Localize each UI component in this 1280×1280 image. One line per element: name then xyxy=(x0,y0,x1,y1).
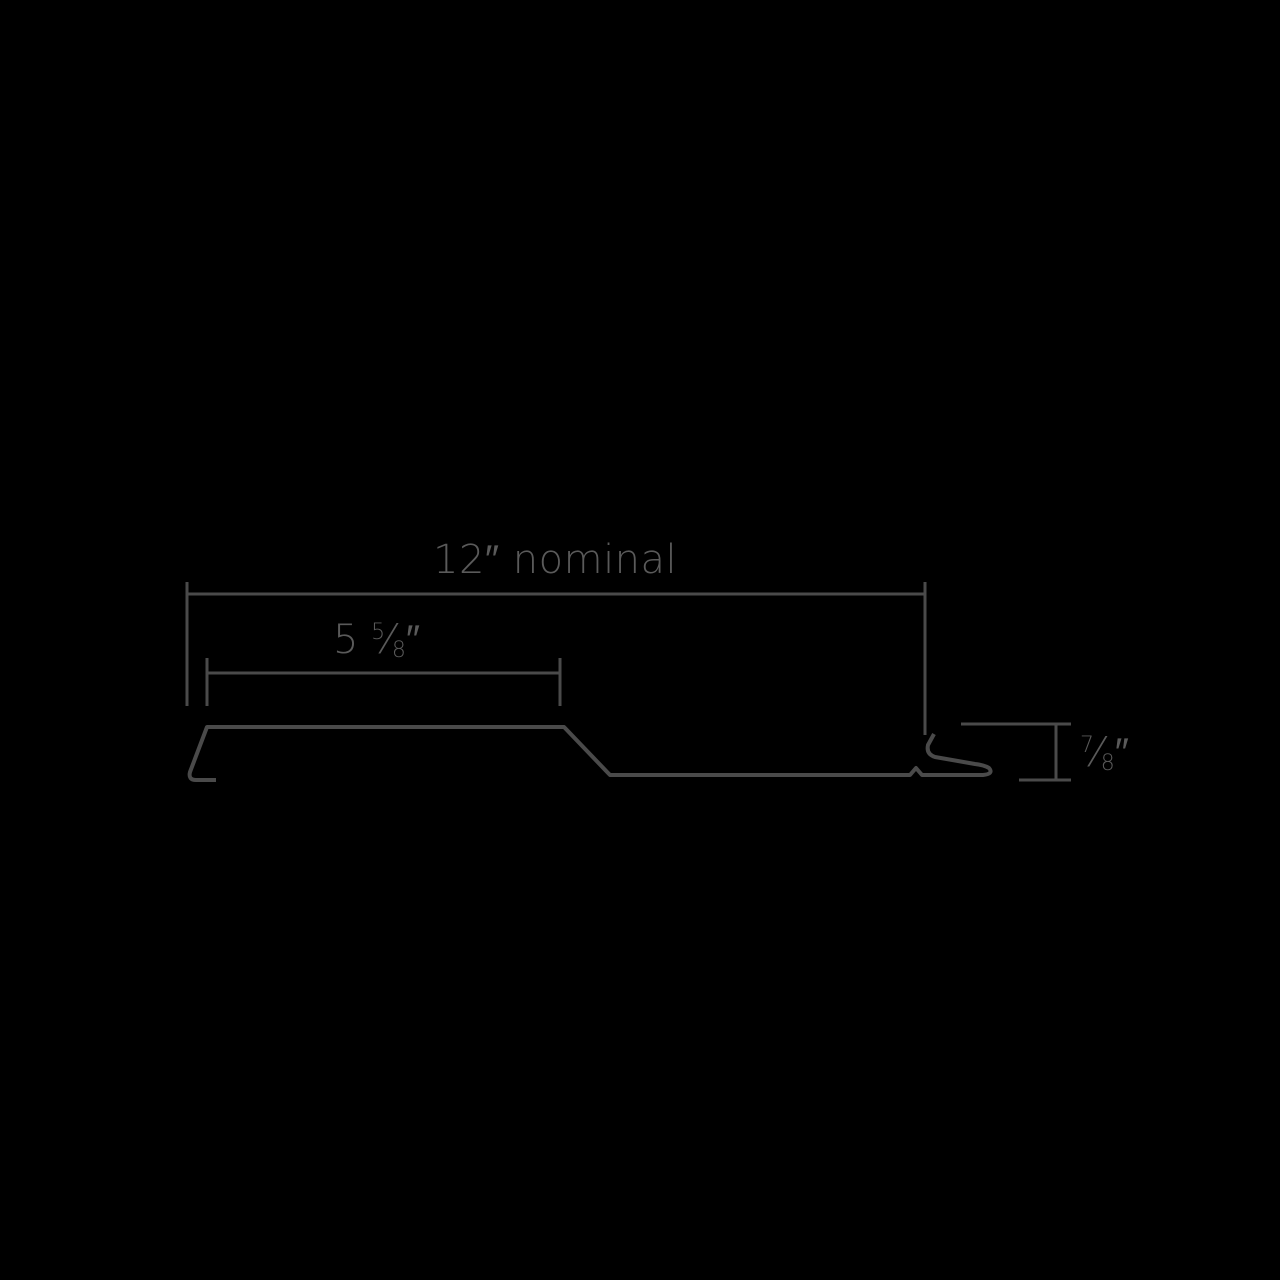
rib-width-fraction: 5⁄8 xyxy=(371,620,406,662)
height-fraction: 7⁄8 xyxy=(1080,733,1115,775)
fraction-slash: ⁄ xyxy=(1094,730,1101,776)
rib-width-unit: ″ xyxy=(405,617,421,663)
panel-profile-outline xyxy=(187,725,993,782)
rib-width-dimension xyxy=(205,658,562,706)
height-label: 7⁄8″ xyxy=(1080,733,1129,775)
rib-width-numerator: 5 xyxy=(371,620,386,645)
rib-width-label: 5 5⁄8″ xyxy=(333,620,420,662)
overall-width-dimension xyxy=(185,582,927,735)
height-unit: ″ xyxy=(1114,730,1129,776)
overall-width-label: 12″ nominal xyxy=(433,537,678,583)
height-numerator: 7 xyxy=(1080,733,1094,758)
height-denominator: 8 xyxy=(1100,751,1115,776)
rib-width-whole: 5 xyxy=(333,617,359,663)
height-dimension xyxy=(961,722,1071,782)
rib-width-denominator: 8 xyxy=(391,638,406,663)
fraction-slash: ⁄ xyxy=(385,617,392,663)
